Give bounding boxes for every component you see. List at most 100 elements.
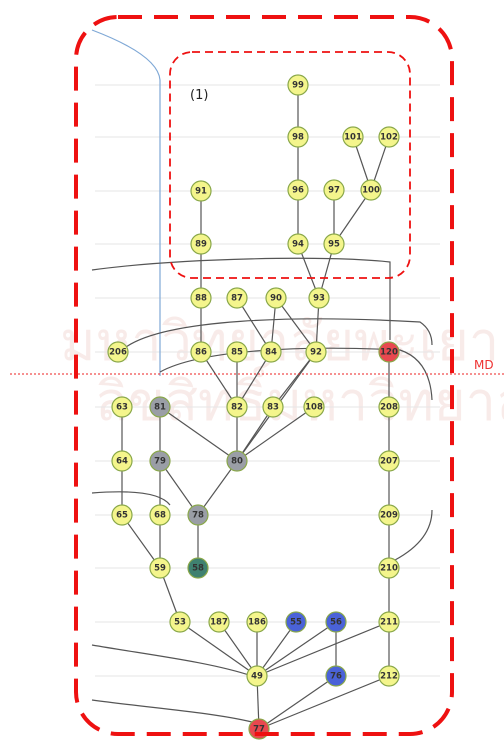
node-95[interactable]: 95	[323, 233, 345, 255]
node-68[interactable]: 68	[149, 504, 171, 526]
edge-76-77	[258, 675, 337, 730]
node-65[interactable]: 65	[111, 504, 133, 526]
node-label: 83	[267, 403, 279, 413]
edge-87-84	[236, 297, 272, 353]
node-101[interactable]: 101	[342, 126, 364, 148]
node-84[interactable]: 84	[260, 341, 282, 363]
edge-curve-top	[91, 257, 391, 340]
edge-79-78	[159, 460, 199, 516]
node-circle	[378, 611, 400, 633]
node-label: 96	[292, 186, 304, 196]
node-78[interactable]: 78	[187, 504, 209, 526]
node-label: 98	[292, 133, 304, 143]
node-102[interactable]: 102	[378, 126, 400, 148]
node-96[interactable]: 96	[287, 179, 309, 201]
node-label: 212	[380, 672, 398, 682]
node-circle	[149, 557, 171, 579]
node-79[interactable]: 79	[149, 450, 171, 472]
node-label: 99	[292, 81, 304, 91]
node-circle	[303, 396, 325, 418]
edge-curve-bottom-left-2	[91, 699, 253, 723]
node-98[interactable]: 98	[287, 126, 309, 148]
node-85[interactable]: 85	[226, 341, 248, 363]
node-49[interactable]: 49	[246, 665, 268, 687]
node-100[interactable]: 100	[360, 179, 382, 201]
node-label: 80	[231, 457, 243, 467]
node-circle	[187, 504, 209, 526]
node-58[interactable]: 58	[187, 557, 209, 579]
node-circle	[342, 126, 364, 148]
node-93[interactable]: 93	[308, 287, 330, 309]
node-circle	[246, 665, 268, 687]
node-108[interactable]: 108	[303, 396, 325, 418]
node-label: 79	[154, 457, 166, 467]
node-label: 93	[313, 294, 325, 304]
node-64[interactable]: 64	[111, 450, 133, 472]
node-80[interactable]: 80	[226, 450, 248, 472]
node-207[interactable]: 207	[378, 450, 400, 472]
node-circle	[190, 233, 212, 255]
node-81[interactable]: 81	[149, 396, 171, 418]
node-label: 55	[290, 618, 302, 628]
node-circle	[360, 179, 382, 201]
node-87[interactable]: 87	[226, 287, 248, 309]
node-label: 53	[174, 618, 186, 628]
node-label: 108	[305, 403, 323, 413]
node-86[interactable]: 86	[190, 341, 212, 363]
node-211[interactable]: 211	[378, 611, 400, 633]
node-99[interactable]: 99	[287, 74, 309, 96]
node-circle	[190, 287, 212, 309]
node-59[interactable]: 59	[149, 557, 171, 579]
blue-connector	[91, 29, 161, 376]
node-76[interactable]: 76	[325, 665, 347, 687]
edge-curve-right	[394, 509, 433, 561]
node-circle	[265, 287, 287, 309]
node-88[interactable]: 88	[190, 287, 212, 309]
node-97[interactable]: 97	[323, 179, 345, 201]
graph-nodes: 99 98 101 102 91 96 97 100 89 94 95 88 87 90 93 206 86 85…	[107, 74, 400, 740]
node-82[interactable]: 82	[226, 396, 248, 418]
edge-90-92	[275, 297, 317, 353]
edge-100-95	[333, 189, 372, 245]
node-210[interactable]: 210	[378, 557, 400, 579]
node-label: 89	[195, 240, 207, 250]
node-55[interactable]: 55	[285, 611, 307, 633]
node-label: 78	[192, 511, 204, 521]
node-63[interactable]: 63	[111, 396, 133, 418]
node-53[interactable]: 53	[169, 611, 191, 633]
node-187[interactable]: 187	[208, 611, 230, 633]
node-209[interactable]: 209	[378, 504, 400, 526]
outer-dashed-region	[74, 15, 454, 736]
node-circle	[287, 126, 309, 148]
node-circle	[325, 611, 347, 633]
node-label: 208	[380, 403, 398, 413]
node-83[interactable]: 83	[262, 396, 284, 418]
node-56[interactable]: 56	[325, 611, 347, 633]
node-circle	[378, 126, 400, 148]
node-circle	[226, 341, 248, 363]
node-89[interactable]: 89	[190, 233, 212, 255]
node-208[interactable]: 208	[378, 396, 400, 418]
node-label: 210	[380, 564, 398, 574]
node-label: 49	[251, 672, 263, 682]
node-186[interactable]: 186	[246, 611, 268, 633]
node-90[interactable]: 90	[265, 287, 287, 309]
node-label: 87	[231, 294, 243, 304]
node-92[interactable]: 92	[305, 341, 327, 363]
node-120[interactable]: 120	[378, 341, 400, 363]
edge-81-80	[159, 406, 238, 462]
region-label: (1)	[190, 88, 208, 103]
node-circle	[111, 396, 133, 418]
node-label: 95	[328, 240, 340, 250]
node-91[interactable]: 91	[190, 180, 212, 202]
watermark-line-1: มหาวิทยาลัยพะเยา	[60, 310, 499, 373]
node-label: 186	[248, 618, 266, 628]
node-circle	[190, 180, 212, 202]
node-94[interactable]: 94	[287, 233, 309, 255]
node-circle	[226, 450, 248, 472]
node-label: 65	[116, 511, 128, 521]
node-circle	[187, 557, 209, 579]
node-212[interactable]: 212	[378, 665, 400, 687]
node-206[interactable]: 206	[107, 341, 129, 363]
node-label: 100	[362, 186, 380, 196]
